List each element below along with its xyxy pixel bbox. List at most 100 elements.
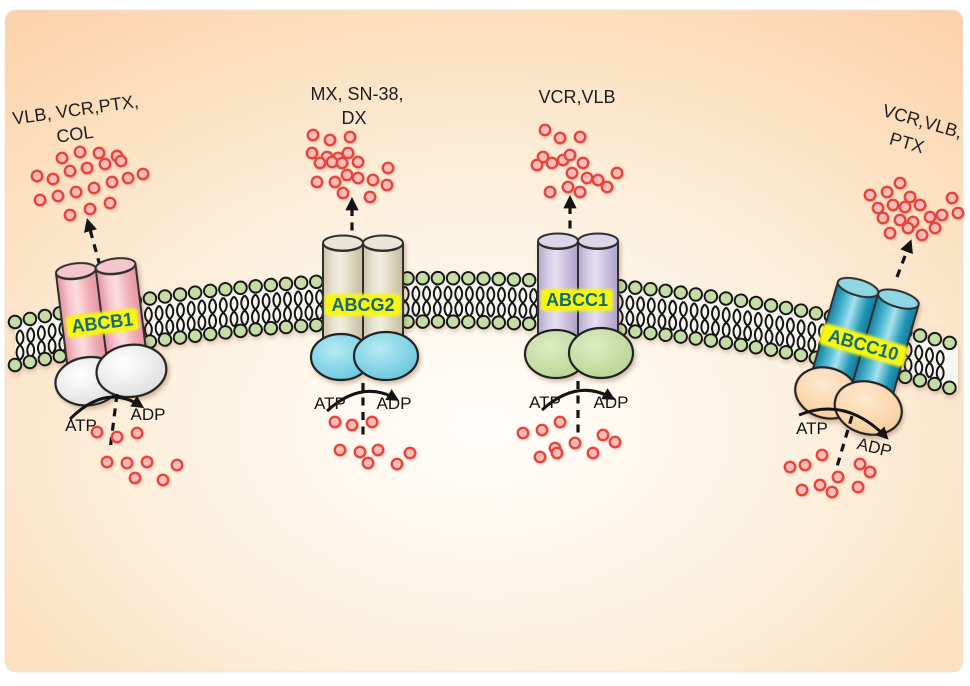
transporter-name: ABCG2 [331, 295, 394, 315]
substrate-line2: DX [341, 108, 366, 128]
drug-molecule-dot [365, 415, 379, 429]
drug-molecule-dot [783, 460, 797, 474]
drug-molecule-dot [328, 175, 342, 189]
efflux-molecules-abcb1 [30, 145, 150, 222]
drug-molecule-dot [313, 156, 327, 170]
drug-molecule-dot [390, 457, 404, 471]
drug-molecule-dot [568, 436, 582, 450]
drug-molecule-dot [576, 156, 590, 170]
nbd-right [567, 326, 635, 380]
label-chip [818, 323, 908, 367]
drug-molecule-dot [951, 206, 965, 220]
cylinder-left-cap [537, 232, 579, 250]
cylinder-right-cap [362, 234, 404, 252]
transporter-abcc1: VCR,VLB ABCC1 ATP ADP [516, 87, 635, 464]
cytosol-molecules-abcc1 [516, 415, 622, 464]
drug-molecule-dot [586, 446, 600, 460]
drug-molecule-dot [87, 181, 101, 195]
drug-molecule-dot [573, 130, 587, 144]
drug-molecule-dot [335, 156, 349, 170]
drug-molecule-dot [136, 167, 150, 181]
drug-molecule-dot [121, 171, 135, 185]
translocation-dashed-line [108, 393, 119, 451]
cytosol-molecules-abcb1 [90, 425, 184, 487]
drug-molecule-dot [128, 471, 142, 485]
atp-adp-arrow [798, 407, 889, 440]
transporter-body-abcb1: ABCB1 [54, 257, 168, 407]
label-chip [541, 289, 613, 311]
adp-label: ADP [377, 394, 412, 413]
drug-molecule-dot [893, 213, 907, 227]
drug-molecule-dot [83, 202, 97, 216]
efflux-arrow-icon [895, 239, 913, 278]
drug-molecule-dot [535, 423, 549, 437]
drug-molecule-dot [893, 176, 907, 190]
drug-molecule-dot [608, 435, 622, 449]
drug-molecule-dot [533, 450, 547, 464]
drug-molecule-dot [351, 155, 365, 169]
drug-molecule-dot [561, 180, 575, 194]
drug-molecule-dot [306, 128, 320, 142]
drug-molecule-dot [380, 178, 394, 192]
nbd-right [352, 330, 420, 382]
atp-adp-arrow [68, 395, 145, 421]
atp-adp-arrow [325, 389, 400, 413]
drug-molecule-dot [600, 180, 614, 194]
lipid-heads-bottom [9, 316, 964, 396]
drug-molecule-dot [341, 146, 355, 160]
drug-molecule-dot [591, 173, 605, 187]
drug-molecule-dot [851, 480, 865, 494]
drug-molecule-dot [883, 226, 897, 240]
transporter-body-abcg2: ABCG2 [309, 234, 420, 382]
drug-molecule-dot [336, 186, 350, 200]
drug-molecule-dot [130, 426, 144, 440]
drug-molecule-dot [903, 190, 917, 204]
drug-molecule-dot [92, 146, 106, 160]
drug-molecule-dot [538, 123, 552, 137]
drug-molecule-dot [325, 155, 339, 169]
drug-molecule-dot [323, 133, 337, 147]
drug-molecule-dot [140, 455, 154, 469]
drug-molecule-dot [945, 191, 959, 205]
substrate-line1: MX, SN-38, [310, 84, 403, 104]
drug-molecule-dot [530, 158, 544, 172]
drug-molecule-dot [328, 415, 342, 429]
drug-molecule-dot [363, 190, 377, 204]
cytosol-molecules-abcg2 [328, 415, 417, 471]
drug-molecule-dot [110, 430, 124, 444]
background-panel [4, 9, 964, 673]
drug-molecule-dot [69, 185, 83, 199]
cylinder-right-cap [877, 288, 920, 310]
drug-molecule-dot [871, 201, 885, 215]
drug-molecule-dot [863, 188, 877, 202]
membrane-band [15, 278, 958, 390]
drug-molecule-dot [880, 185, 894, 199]
drug-molecule-dot [580, 171, 594, 185]
drug-molecule-dot [863, 465, 877, 479]
drug-molecule-dot [516, 426, 530, 440]
drug-molecule-dot [343, 130, 357, 144]
atp-label: ATP [65, 416, 97, 435]
drug-molecule-dot [333, 443, 347, 457]
drug-molecule-dot [898, 200, 912, 214]
transporter-body-abcc10: ABCC10 [794, 276, 920, 436]
drug-molecule-dot [73, 145, 87, 159]
drug-molecule-dot [403, 446, 417, 460]
drug-molecule-dot [55, 151, 69, 165]
drug-molecule-dot [90, 425, 104, 439]
cylinder-right-cap [577, 232, 619, 250]
drug-molecule-dot [114, 154, 128, 168]
drug-molecule-dot [156, 473, 170, 487]
drug-molecule-dot [915, 228, 929, 242]
drug-molecule-dot [813, 478, 827, 492]
label-chip [325, 294, 401, 316]
efflux-arrow-icon [83, 218, 102, 267]
drug-molecule-dot [305, 146, 319, 160]
transporter-abcc10: VCR,VLB, PTX ABCC10 ATP ADP [783, 100, 965, 499]
atp-label: ATP [796, 419, 828, 438]
drug-molecule-dot [351, 171, 365, 185]
drug-molecule-dot [831, 470, 845, 484]
drug-molecule-dot [33, 193, 47, 207]
cylinder-right-cap [94, 257, 137, 275]
